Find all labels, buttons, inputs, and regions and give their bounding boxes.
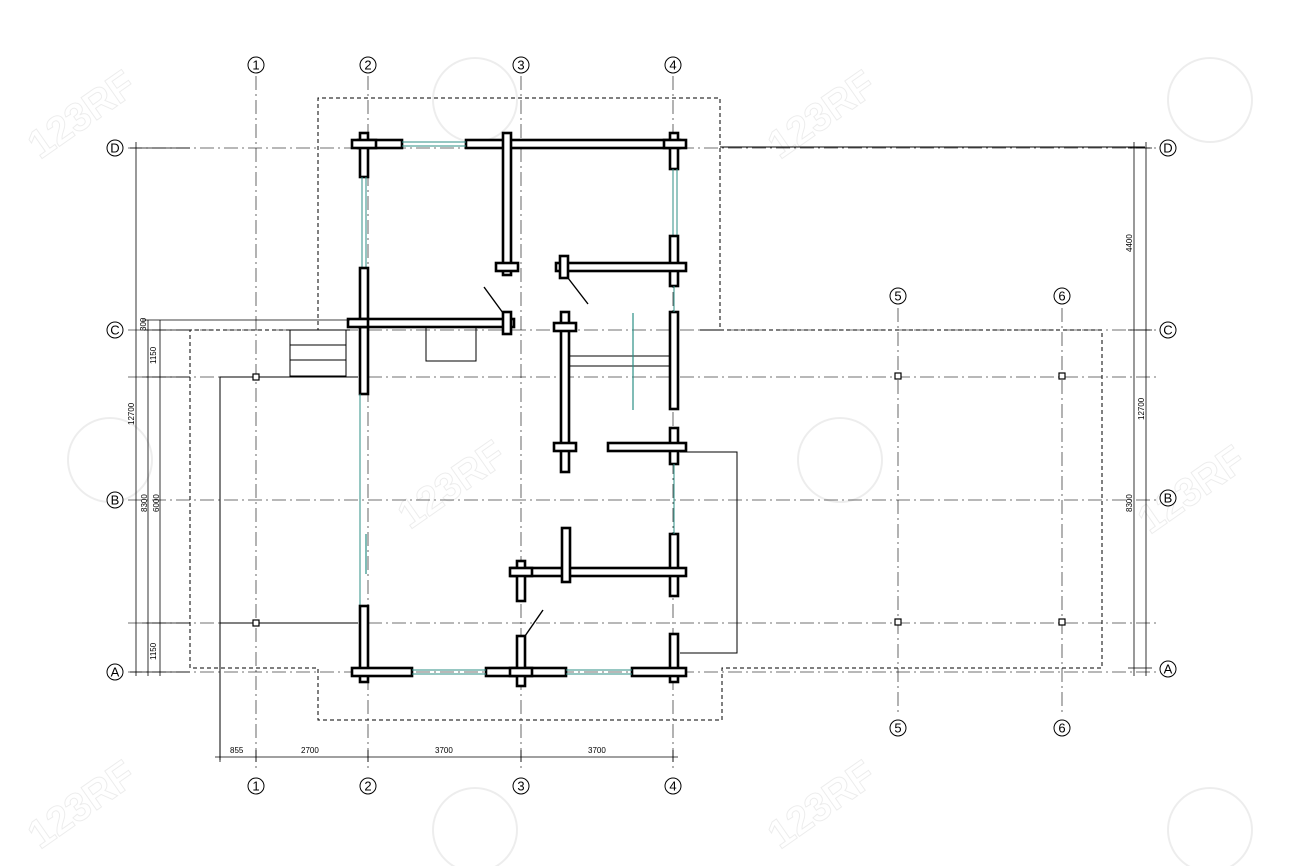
svg-text:5: 5 [894, 721, 901, 736]
svg-text:C: C [110, 323, 119, 338]
svg-text:D: D [1163, 141, 1172, 156]
dim-855: 855 [230, 746, 244, 755]
dim-2700: 2700 [301, 746, 319, 755]
grid-bubble-B-right: B [1159, 489, 1177, 507]
watermark-text: 123RF [390, 432, 514, 537]
dim-8300-left: 8300 [140, 494, 149, 512]
dim-300: 300 [139, 317, 148, 331]
grid-bubbles: 1 2 3 4 1 2 3 4 5 6 5 6 D C B A D C B A [106, 56, 1177, 795]
grid-bubble-5-bottom: 5 [889, 719, 907, 737]
grid-bubble-D-right: D [1159, 139, 1177, 157]
walls [346, 131, 688, 688]
grid-axis-lines [128, 76, 1158, 770]
grid-bubble-D-left: D [106, 139, 124, 157]
svg-text:5: 5 [894, 289, 901, 304]
watermark-text: 123RF [760, 752, 884, 857]
watermark-text: 123RF [20, 62, 144, 167]
dim-1150-top: 1150 [149, 346, 158, 364]
grid-bubble-C-left: C [106, 321, 124, 339]
grid-bubble-2-top: 2 [359, 56, 377, 74]
grid-bubble-3-top: 3 [512, 56, 530, 74]
dim-12700-right: 12700 [1137, 397, 1146, 420]
dim-12700-left: 12700 [127, 402, 136, 425]
grid-bubble-A-right: A [1159, 660, 1177, 678]
door-swings [483, 277, 589, 637]
dim-3700-b: 3700 [588, 746, 606, 755]
svg-text:3: 3 [517, 779, 524, 794]
fixtures [365, 313, 634, 574]
watermark-camera-icon [67, 417, 153, 503]
watermark-camera-icon [432, 787, 518, 866]
svg-text:1: 1 [252, 779, 259, 794]
grid-bubble-4-bottom: 4 [664, 777, 682, 795]
svg-text:A: A [1164, 662, 1173, 677]
watermark-camera-icon [1167, 787, 1253, 866]
dim-6000: 6000 [152, 494, 161, 512]
porch-left [219, 329, 358, 760]
porch-right [680, 451, 738, 654]
dimension-labels-left: 300 1150 12700 8300 6000 1150 [127, 317, 161, 660]
watermark-camera-icon [797, 417, 883, 503]
svg-text:2: 2 [364, 779, 371, 794]
grid-bubble-2-bottom: 2 [359, 777, 377, 795]
grid-bubble-C-right: C [1159, 321, 1177, 339]
svg-text:3: 3 [517, 58, 524, 73]
svg-text:4: 4 [669, 779, 676, 794]
dim-8300-right: 8300 [1125, 494, 1134, 512]
watermark-camera-icon [432, 57, 518, 143]
dimension-labels-right: 4400 12700 8300 [1125, 234, 1146, 512]
grid-bubble-6-bottom: 6 [1053, 719, 1071, 737]
watermark-camera-icon [1167, 57, 1253, 143]
watermark-text: 123RF [760, 62, 884, 167]
svg-text:1: 1 [252, 58, 259, 73]
grid-bubble-5-top: 5 [889, 287, 907, 305]
svg-text:B: B [111, 493, 120, 508]
dimension-lines [130, 142, 1152, 762]
svg-text:6: 6 [1058, 721, 1065, 736]
grid-bubble-1-top: 1 [247, 56, 265, 74]
grid-bubble-B-left: B [106, 491, 124, 509]
svg-text:B: B [1164, 491, 1173, 506]
roof-outline [189, 97, 1145, 721]
watermark-layer: 123RF 123RF 123RF 123RF 123RF 123RF [19, 57, 1254, 866]
grid-bubble-1-bottom: 1 [247, 777, 265, 795]
watermark-text: 123RF [20, 752, 144, 857]
posts [252, 372, 1066, 627]
grid-bubble-4-top: 4 [664, 56, 682, 74]
svg-text:A: A [111, 665, 120, 680]
grid-bubble-6-top: 6 [1053, 287, 1071, 305]
dim-4400: 4400 [1125, 234, 1134, 252]
svg-text:C: C [1163, 323, 1172, 338]
dim-1150-bottom: 1150 [149, 642, 158, 660]
grid-bubble-3-bottom: 3 [512, 777, 530, 795]
svg-text:2: 2 [364, 58, 371, 73]
svg-text:4: 4 [669, 58, 676, 73]
dimension-labels-bottom: 855 2700 3700 3700 [230, 746, 606, 755]
dim-3700-a: 3700 [435, 746, 453, 755]
watermark-text: 123RF [1130, 437, 1254, 542]
grid-bubble-A-left: A [106, 663, 124, 681]
svg-text:D: D [110, 141, 119, 156]
svg-text:6: 6 [1058, 289, 1065, 304]
